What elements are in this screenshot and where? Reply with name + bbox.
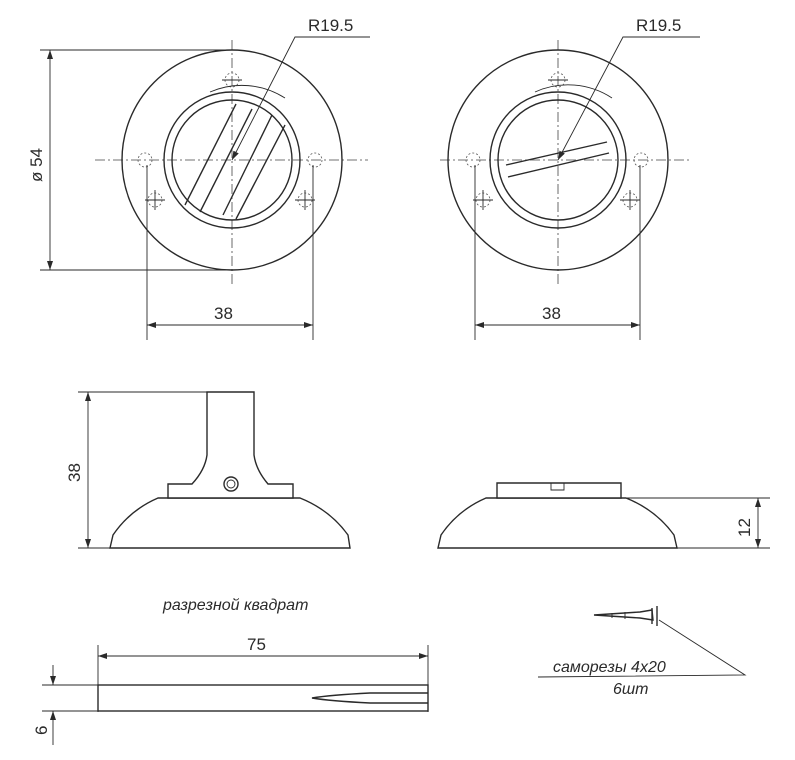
screws-caption-line2: 6шт xyxy=(613,681,649,698)
spindle-length-label: 75 xyxy=(247,635,266,654)
screws-caption-line1: саморезы 4х20 xyxy=(553,659,666,676)
top-left-radius-label: R19.5 xyxy=(308,16,353,35)
top-left-width-label: 38 xyxy=(214,304,233,323)
split-square-spindle: разрезной квадрат 75 6 xyxy=(32,597,429,745)
diameter-label: ø 54 xyxy=(27,148,46,182)
top-right-radius-label: R19.5 xyxy=(636,16,681,35)
top-right-width-label: 38 xyxy=(542,304,561,323)
top-left-rosette-view: R19.5 ø 54 38 xyxy=(27,16,370,340)
spindle-caption: разрезной квадрат xyxy=(162,597,308,614)
side-right-view: 12 xyxy=(437,482,770,549)
side-left-view: 38 xyxy=(65,391,351,549)
screw-icon xyxy=(593,609,654,621)
top-right-rosette-view: R19.5 38 xyxy=(440,16,700,340)
screw-callout: саморезы 4х20 6шт xyxy=(537,606,747,698)
spindle-thickness-label: 6 xyxy=(32,726,51,735)
side-right-height-label: 12 xyxy=(735,518,754,537)
side-left-height-label: 38 xyxy=(65,463,84,482)
